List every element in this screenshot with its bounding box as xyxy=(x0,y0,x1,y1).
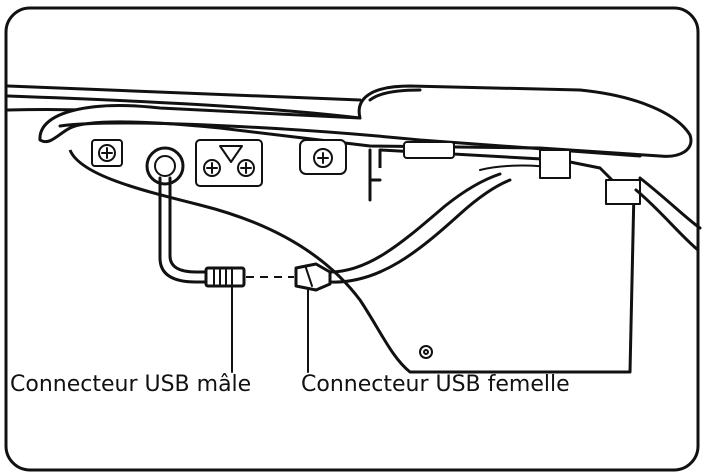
usb-male-connector xyxy=(204,266,246,288)
usb-female-label: Connecteur USB femelle xyxy=(301,372,570,397)
usb-male-label: Connecteur USB mâle xyxy=(10,372,252,397)
usb-female-connector xyxy=(294,262,332,292)
cables xyxy=(158,172,702,284)
side-plate xyxy=(68,148,636,374)
electronics xyxy=(91,139,641,205)
housing-cover xyxy=(38,84,693,158)
